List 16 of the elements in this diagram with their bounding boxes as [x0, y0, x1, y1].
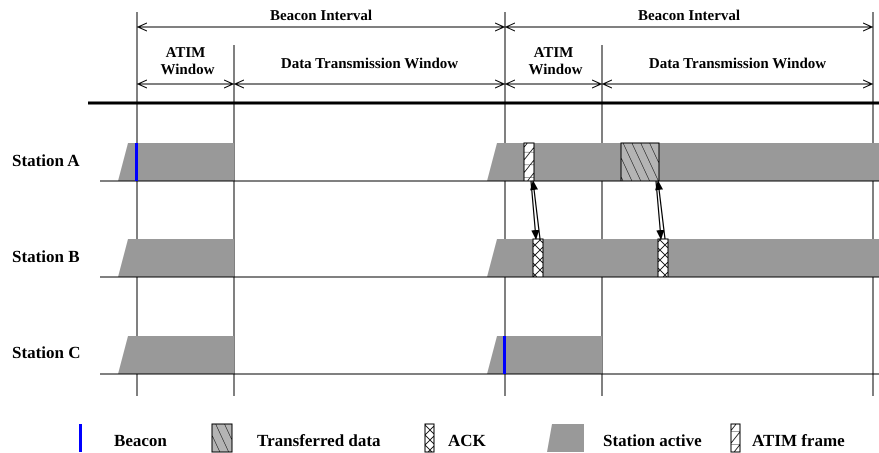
atim-frame — [524, 142, 534, 182]
window-label: Data Transmission Window — [648, 56, 828, 73]
legend-label: ATIM frame — [752, 431, 845, 451]
station-label: Station A — [12, 152, 80, 169]
data-frame — [620, 142, 660, 182]
interval-label: Beacon Interval — [636, 8, 742, 25]
legend-label: Station active — [603, 431, 702, 451]
ack-frame — [532, 238, 544, 278]
legend-label: Beacon — [114, 431, 167, 451]
station-label: Station C — [12, 344, 80, 361]
legend-label: Transferred data — [257, 431, 381, 451]
window-label: Data Transmission Window — [280, 56, 460, 73]
legend-label: ACK — [448, 431, 486, 451]
ack-frame — [658, 238, 668, 278]
station-label: Station B — [12, 248, 80, 265]
interval-label: Beacon Interval — [268, 8, 374, 25]
